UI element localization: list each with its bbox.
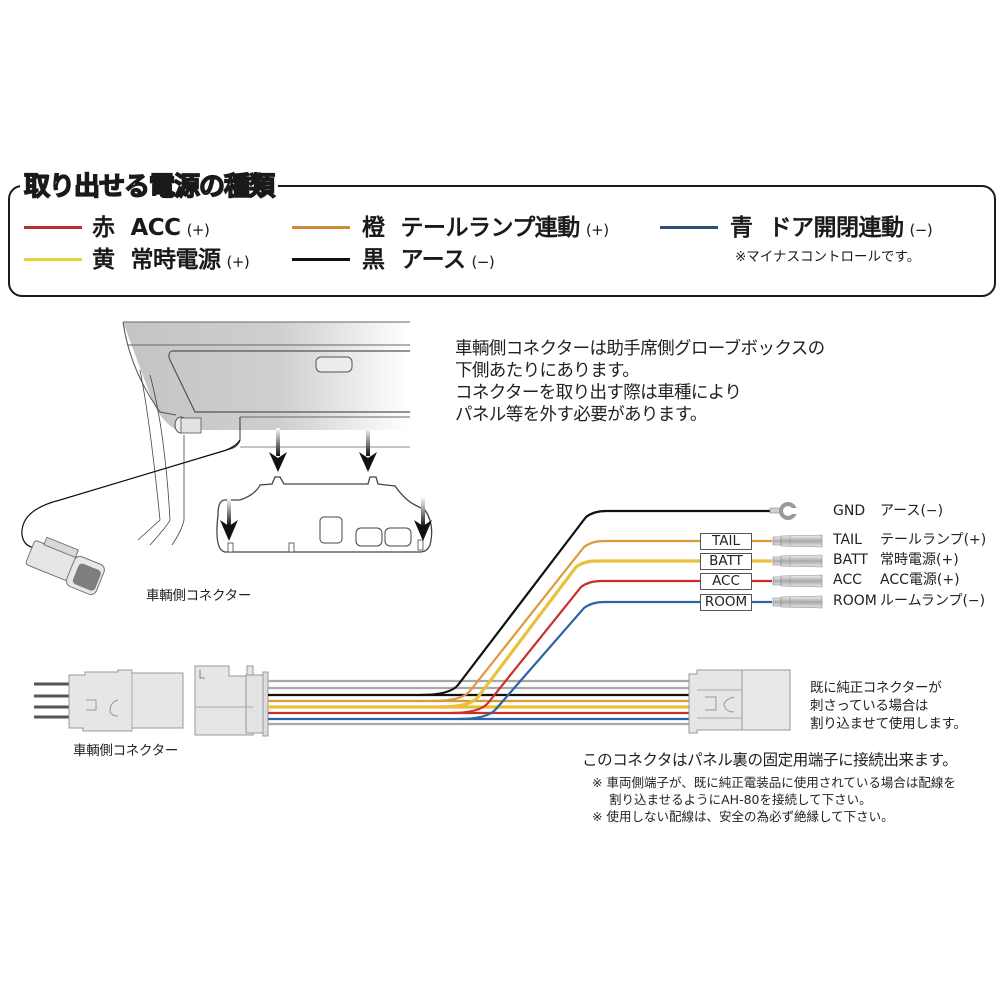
legend-title: 取り出せる電源の種類 — [20, 170, 279, 204]
terminal-desc: アース(−) — [880, 503, 944, 519]
wire-tail-branch — [431, 539, 772, 703]
legend-color-name: 黒 — [362, 247, 385, 273]
legend-item-tail: 橙テールランプ連動(+) — [362, 214, 609, 244]
pin-terminal-icon — [780, 534, 823, 548]
note-line: 刺さっている場合は — [810, 698, 929, 714]
legend-label: アース — [400, 247, 466, 273]
pin-terminal-icon — [780, 595, 823, 609]
glovebox-description: 車輌側コネクターは助手席側グローブボックスの 下側あたりにあります。 コネクター… — [455, 338, 825, 426]
terminal-name: ACC — [833, 572, 862, 588]
footnote-line: 割り込ませるようにAH-80を接続して下さい。 — [609, 792, 872, 807]
legend-line-orange — [292, 226, 350, 229]
wire-tag-room: ROOM — [700, 594, 752, 611]
panel-mount-note: このコネクタはパネル裏の固定用端子に接続出来ます。 — [582, 751, 958, 769]
legend-label: 常時電源 — [130, 247, 222, 273]
footnotes: ※ 車両側端子が、既に純正電装品に使用されている場合は配線を 割り込ませるように… — [592, 774, 956, 825]
ring-terminal-icon — [769, 502, 798, 520]
vehicle-connector-label-top: 車輌側コネクター — [146, 588, 252, 604]
terminal-label-tail: TAIL テールランプ(+) — [833, 531, 986, 549]
terminal-name: ROOM — [833, 593, 877, 609]
legend-line-black — [292, 258, 350, 261]
legend-polarity: (−) — [471, 253, 495, 271]
legend-label: ドア開閉連動 — [768, 215, 905, 241]
description-line: コネクターを取り出す際は車種により — [455, 383, 742, 403]
terminal-name: GND — [833, 503, 866, 519]
vehicle-connector-top — [25, 536, 105, 595]
wire-harness — [268, 509, 772, 726]
legend-color-name: 橙 — [362, 215, 385, 241]
legend-polarity: (+) — [186, 221, 210, 239]
terminal-desc: ACC電源(+) — [880, 572, 960, 588]
terminal-label-batt: BATT 常時電源(+) — [833, 551, 959, 569]
terminal-desc: ルームランプ(−) — [880, 593, 986, 609]
legend-polarity: (+) — [226, 253, 250, 271]
legend-line-red — [24, 226, 82, 229]
note-line: 既に純正コネクターが — [810, 680, 942, 696]
pin-terminal-icon — [780, 574, 823, 588]
wire-tag-batt: BATT — [700, 553, 752, 570]
legend-item-acc: 赤 ACC(+) — [92, 214, 210, 244]
legend-color-name: 赤 — [92, 215, 115, 241]
terminal-desc: 常時電源(+) — [880, 552, 959, 568]
pin-terminal-icon — [772, 597, 782, 607]
harness-connector-left — [194, 665, 269, 737]
legend-item-door: 青ドア開閉連動(−) — [730, 214, 933, 244]
wire-acc-branch — [449, 579, 772, 715]
legend-item-batt: 黄常時電源(+) — [92, 246, 250, 276]
harness-connector-right — [688, 669, 791, 734]
footnote-line: ※ 車両側端子が、既に純正電装品に使用されている場合は配線を — [592, 775, 956, 790]
wire-gnd-branch — [419, 509, 770, 697]
terminal-name: BATT — [833, 552, 868, 568]
legend-line-blue — [660, 226, 718, 229]
legend-item-gnd: 黒アース (−) — [362, 246, 495, 276]
legend-color-name: 青 — [730, 215, 753, 241]
panel-bracket — [216, 476, 433, 553]
legend-label: テールランプ連動 — [400, 215, 581, 241]
glovebox-illustration — [21, 321, 410, 549]
terminal-desc: テールランプ(+) — [880, 532, 987, 548]
description-line: 車輌側コネクターは助手席側グローブボックスの — [455, 339, 825, 359]
terminal-label-gnd: GND アース(−) — [833, 502, 943, 520]
wire-tag-tail: TAIL — [700, 533, 752, 550]
vehicle-connector-label-bottom: 車輌側コネクター — [73, 743, 179, 759]
legend-note: ※マイナスコントロールです。 — [735, 249, 921, 265]
legend-polarity: (+) — [585, 221, 609, 239]
pin-terminal-icon — [772, 556, 782, 566]
pin-terminals — [772, 534, 823, 609]
footnote-line: ※ 使用しない配線は、安全の為必ず絶縁して下さい。 — [592, 809, 894, 824]
legend-line-yellow — [24, 258, 82, 261]
terminal-label-acc: ACC ACC電源(+) — [833, 571, 960, 589]
down-arrows — [220, 428, 432, 541]
description-line: 下側あたりにあります。 — [455, 361, 640, 381]
wire-batt-branch — [439, 559, 772, 709]
legend-label: ACC — [130, 215, 182, 241]
terminal-name: TAIL — [833, 532, 862, 548]
description-line: パネル等を外す必要があります。 — [455, 405, 707, 425]
legend-box — [8, 185, 996, 297]
existing-connector-note: 既に純正コネクターが 刺さっている場合は 割り込ませて使用します。 — [810, 679, 967, 733]
pin-terminal-icon — [772, 576, 782, 586]
pin-terminal-icon — [780, 554, 823, 568]
vehicle-connector-bottom — [34, 669, 184, 732]
wire-room-branch — [457, 600, 772, 721]
legend-polarity: (−) — [909, 221, 933, 239]
wire-tag-acc: ACC — [700, 573, 752, 590]
pin-terminal-icon — [772, 536, 782, 546]
legend-color-name: 黄 — [92, 247, 115, 273]
note-line: 割り込ませて使用します。 — [810, 716, 967, 732]
